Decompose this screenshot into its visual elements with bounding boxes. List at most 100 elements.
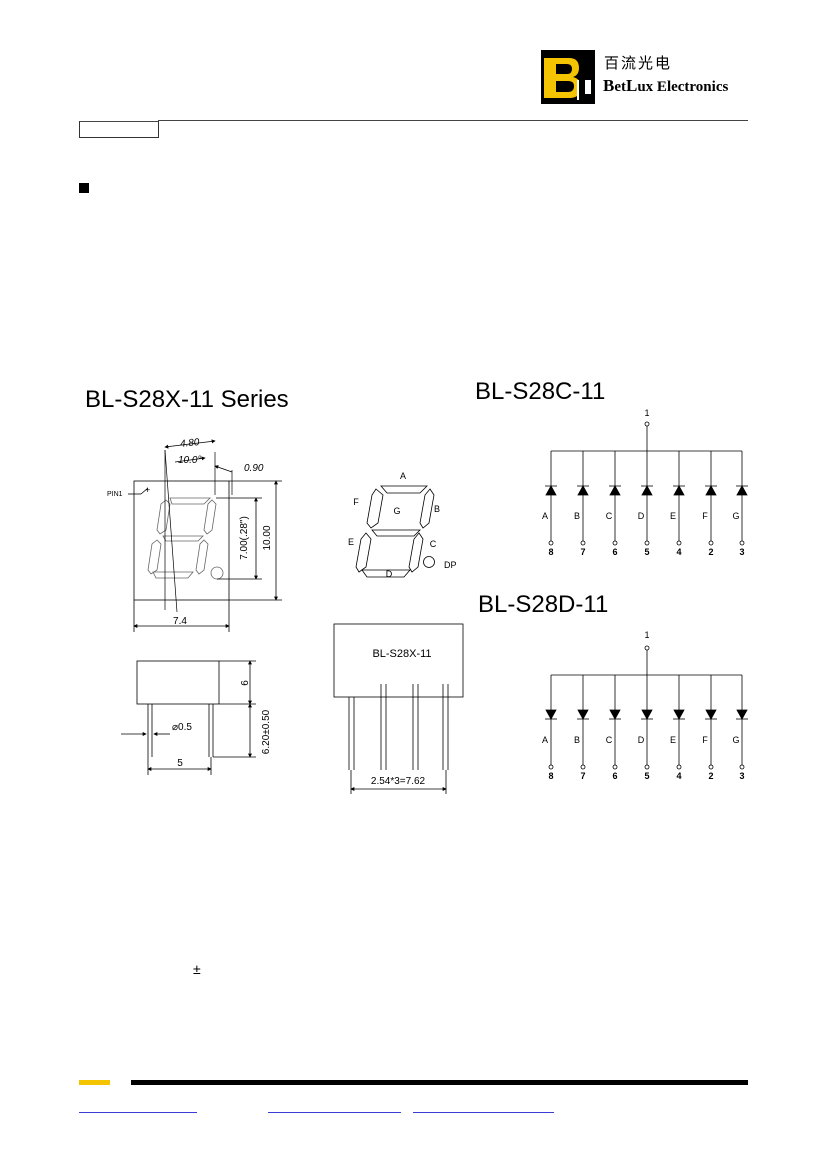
- footer-link-1[interactable]: [79, 1112, 197, 1113]
- ca-segment-label-0: A: [542, 735, 548, 745]
- front-view-segments: [147, 497, 224, 580]
- footer-black-bar: [131, 1080, 748, 1085]
- cc-segment-label-0: A: [542, 511, 548, 521]
- cc-pin-dot-0: [548, 540, 554, 546]
- common-cathode-circuit: [545, 421, 748, 546]
- cc-pin-dot-2: [612, 540, 618, 546]
- cc-diode-0: [545, 485, 557, 496]
- common-anode-title: BL-S28D-11: [478, 591, 609, 618]
- cc-segment-label-4: E: [670, 511, 676, 521]
- cc-pin-dot-4: [676, 540, 682, 546]
- cc-common-pin: 1: [644, 408, 649, 418]
- brand-letter-b: B: [603, 76, 615, 95]
- package-view: [333, 623, 464, 794]
- series-title: BL-S28X-11 Series: [85, 386, 289, 413]
- cc-pin-label-6: 3: [739, 547, 744, 557]
- cc-segment-label-3: D: [638, 511, 645, 521]
- cc-diode-5: [705, 485, 717, 496]
- ca-pin-label-3: 5: [644, 771, 649, 781]
- dim-lead-length: 6.20±0.50: [261, 709, 272, 754]
- ca-diode-5: [705, 709, 717, 720]
- cc-pin-dot-1: [580, 540, 586, 546]
- brand-letters-et: et: [614, 79, 626, 95]
- plus-minus-symbol: ±: [193, 961, 201, 977]
- ca-pin-label-2: 6: [612, 771, 617, 781]
- pin1-label: PIN1: [107, 491, 123, 498]
- cc-pin-label-4: 4: [676, 547, 681, 557]
- ca-diode-2: [609, 709, 621, 720]
- ca-segment-label-5: F: [702, 735, 708, 745]
- dim-angle: 10.0°: [178, 455, 201, 466]
- ca-pin-dot-3: [644, 764, 650, 770]
- ca-pin-label-0: 8: [548, 771, 553, 781]
- cc-diode-4: [673, 485, 685, 496]
- footer-yellow-bar: [79, 1080, 110, 1085]
- ca-diode-0: [545, 709, 557, 720]
- dim-4-80: 4.80: [179, 437, 200, 450]
- segment-diagram: [355, 485, 435, 578]
- brand-letter-l: L: [626, 76, 638, 95]
- ca-segment-label-3: D: [638, 735, 645, 745]
- ca-pin-label-5: 2: [708, 771, 713, 781]
- cc-pin-label-2: 6: [612, 547, 617, 557]
- betlux-logo-mark: [541, 50, 595, 104]
- ca-pin-label-4: 4: [676, 771, 681, 781]
- ca-pin-label-6: 3: [739, 771, 744, 781]
- segment-label-g: G: [393, 506, 400, 516]
- segment-label-b: B: [434, 504, 440, 514]
- cc-pin-label-1: 7: [580, 547, 585, 557]
- cc-diode-1: [577, 485, 589, 496]
- pin-pitch-dim: 2.54*3=7.62: [371, 776, 426, 787]
- brand-name-english: BetLux Electronics: [603, 76, 728, 96]
- ca-pin-dot-6: [739, 764, 745, 770]
- segment-label-e: E: [348, 537, 354, 547]
- ca-diode-4: [673, 709, 685, 720]
- front-view: [128, 439, 282, 632]
- package-part-label: BL-S28X-11: [372, 648, 431, 660]
- footer-link-2[interactable]: [268, 1112, 401, 1113]
- display-outline: [133, 480, 230, 601]
- ca-diode-1: [577, 709, 589, 720]
- dim-5: 5: [177, 758, 183, 769]
- ca-pin-label-1: 7: [580, 771, 585, 781]
- ca-pin-dot-0: [548, 764, 554, 770]
- side-view: [121, 660, 256, 775]
- cc-pin-dot-6: [739, 540, 745, 546]
- header-tab-box: [79, 121, 159, 138]
- ca-diode-3: [641, 709, 653, 720]
- ca-segment-label-4: E: [670, 735, 676, 745]
- dim-7-4: 7.4: [173, 616, 187, 627]
- header-rule: [158, 120, 748, 121]
- segment-label-dp: DP: [444, 560, 457, 570]
- cc-diode-6: [736, 485, 748, 496]
- dim-10-00: 10.00: [262, 525, 273, 550]
- cc-segment-label-5: F: [702, 511, 708, 521]
- cc-segment-label-2: C: [606, 511, 613, 521]
- brand-name-chinese: 百流光电: [604, 54, 673, 72]
- ca-pin-dot-2: [612, 764, 618, 770]
- segment-label-c: C: [430, 539, 437, 549]
- plus-mark: +: [145, 485, 150, 495]
- footer-link-3[interactable]: [413, 1112, 554, 1113]
- ca-pin-dot-4: [676, 764, 682, 770]
- cc-pin-dot-3: [644, 540, 650, 546]
- ca-segment-label-1: B: [574, 735, 580, 745]
- common-anode-circuit: [545, 645, 748, 770]
- dim-7-00: 7.00(.28"): [239, 516, 250, 560]
- cc-segment-label-6: G: [732, 511, 739, 521]
- cc-diode-3: [641, 485, 653, 496]
- segment-label-f: F: [353, 497, 359, 507]
- dim-6: 6: [240, 680, 251, 686]
- common-cathode-title: BL-S28C-11: [475, 378, 606, 405]
- segment-label-d: D: [386, 569, 393, 579]
- cc-diode-2: [609, 485, 621, 496]
- ca-segment-label-2: C: [606, 735, 613, 745]
- cc-pin-label-0: 8: [548, 547, 553, 557]
- dim-pin-diameter: ⌀0.5: [172, 722, 192, 733]
- cc-segment-label-1: B: [574, 511, 580, 521]
- cc-pin-label-5: 2: [708, 547, 713, 557]
- section-bullet: [79, 183, 89, 193]
- brand-letters-rest: ux Electronics: [637, 79, 729, 95]
- ca-pin-dot-1: [580, 764, 586, 770]
